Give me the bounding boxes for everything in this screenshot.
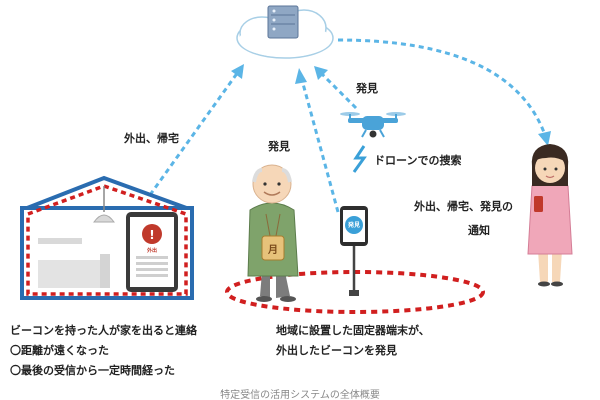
label-notify-line1: 外出、帰宅、発見の — [413, 199, 513, 213]
terminal-desc-line2: 外出したビーコンを発見 — [275, 343, 397, 357]
figure-caption: 特定受信の活用システムの全体概要 — [220, 388, 380, 400]
fixed-terminal: 発見 — [340, 206, 368, 296]
home-desc-line3: 〇最後の受信から一定時間経った — [10, 363, 175, 377]
terminal-badge: 発見 — [348, 221, 360, 229]
arrow-cloud-to-user — [337, 38, 551, 146]
alert-icon: ! — [142, 224, 162, 244]
label-drone-search: ドローンでの捜索 — [374, 153, 461, 167]
signal-bolt-icon — [352, 145, 367, 173]
svg-text:!: ! — [149, 228, 154, 242]
smartphone-icon — [534, 196, 543, 212]
label-found-terminal: 発見 — [267, 139, 290, 153]
label-outing-return: 外出、帰宅 — [123, 131, 179, 145]
tablet-device: ! 外出 — [126, 212, 178, 292]
elderly-man-illustration: 月 — [247, 164, 299, 302]
server-icon — [267, 5, 299, 39]
arrow-terminal-to-cloud — [295, 68, 340, 213]
charm-amulet: 月 — [261, 213, 285, 261]
terminal-desc-line1: 地域に設置した固定器端末が、 — [276, 323, 430, 337]
arrow-house-to-cloud — [148, 64, 244, 196]
cloud-server — [236, 5, 334, 59]
drone-illustration — [340, 112, 406, 138]
label-notify-line2: 通知 — [468, 223, 490, 237]
charm-char: 月 — [267, 244, 278, 256]
label-found-drone: 発見 — [355, 81, 378, 95]
arrow-drone-to-cloud — [314, 66, 358, 110]
woman-illustration — [527, 144, 573, 287]
tablet-badge: 外出 — [147, 247, 157, 254]
home-desc-line1: ビーコンを持った人が家を出ると連絡 — [10, 323, 198, 337]
home-desc-line2: 〇距離が遠くなった — [10, 343, 109, 357]
